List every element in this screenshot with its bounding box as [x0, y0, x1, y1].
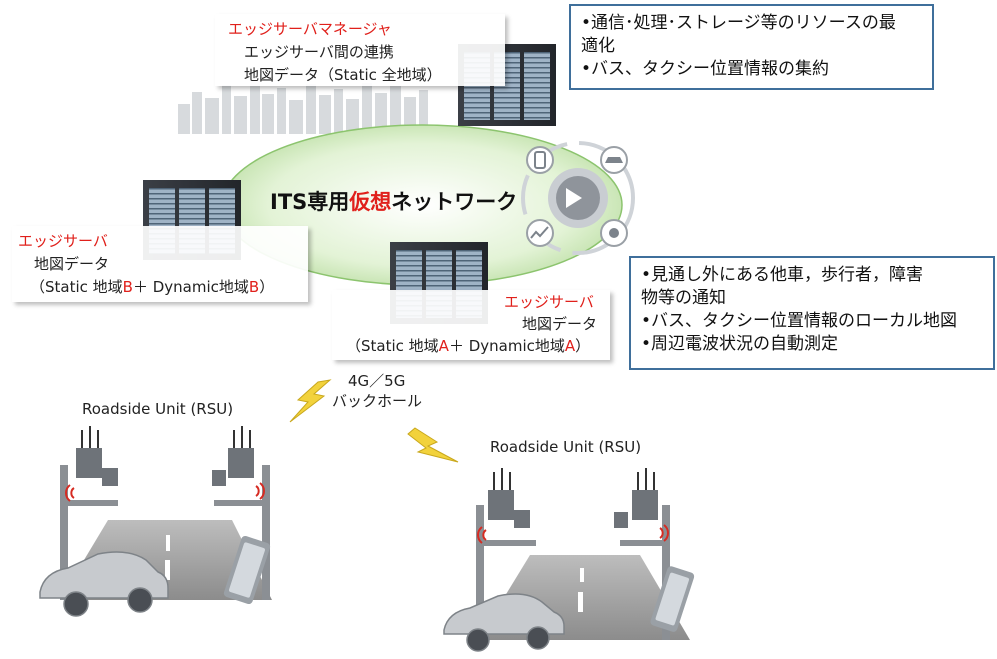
network-title-prefix: ITS専用	[270, 190, 350, 214]
server-b-region-2: B	[248, 278, 260, 296]
server-a-line1: 地図データ	[522, 315, 598, 333]
server-b-label-card	[12, 226, 308, 302]
manager-line2: 地図データ（Static 全地域）	[244, 66, 442, 84]
info-right-item: 物等の通知	[641, 288, 726, 308]
info-top-item: •通信･処理･ストレージ等のリソースの最	[581, 13, 896, 33]
network-hub-icon	[521, 141, 635, 255]
server-a-dynamic: ＋ Dynamic地域	[448, 337, 565, 355]
server-b-static: （Static 地域	[30, 278, 123, 296]
network-title-suffix: ネットワーク	[391, 190, 518, 214]
server-a-label-card	[332, 290, 610, 360]
server-a-static: （Static 地域	[346, 337, 439, 355]
server-b-close: ）	[259, 278, 275, 296]
lightning-bolt-icon	[407, 427, 459, 463]
server-b-line1: 地図データ	[34, 255, 110, 273]
manager-line1: エッジサーバ間の連携	[244, 43, 394, 61]
server-b-line2: （Static 地域B＋ Dynamic地域B）	[30, 278, 274, 297]
server-b-dynamic: ＋ Dynamic地域	[132, 278, 249, 296]
network-title-highlight: 仮想	[349, 190, 392, 214]
manager-title: エッジサーバマネージャ	[228, 20, 392, 38]
server-b-region: B	[122, 278, 133, 296]
info-right-item: •周辺電波状況の自動測定	[641, 334, 839, 354]
smartphone-icon	[223, 535, 271, 605]
info-box-edge-manager: •通信･処理･ストレージ等のリソースの最 適化 •バス、タクシー位置情報の集約	[569, 4, 934, 90]
rsu-scene-right	[443, 468, 695, 652]
rsu-right-label: Roadside Unit (RSU)	[490, 438, 642, 456]
info-top-item: 適化	[581, 36, 615, 56]
backhaul-line2: バックホール	[332, 392, 423, 410]
server-a-region-2: A	[564, 337, 576, 355]
manager-label-card	[215, 14, 505, 86]
smartphone-icon	[650, 566, 695, 632]
rsu-scene-left	[39, 426, 272, 617]
backhaul-line1: 4G／5G	[348, 372, 406, 390]
car-icon	[39, 551, 169, 617]
info-right-item: •バス、タクシー位置情報のローカル地図	[641, 311, 958, 331]
info-top-item: •バス、タクシー位置情報の集約	[581, 59, 830, 79]
rsu-left-label: Roadside Unit (RSU)	[82, 400, 234, 418]
info-right-item: •見通し外にある他車，歩行者，障害	[641, 265, 924, 285]
server-a-region: A	[438, 337, 449, 355]
network-title: ITS専用仮想ネットワーク	[270, 186, 517, 216]
car-icon	[443, 593, 565, 652]
server-a-close: ）	[575, 337, 591, 355]
server-b-title: エッジサーバ	[18, 232, 108, 250]
server-a-line2: （Static 地域A＋ Dynamic地域A）	[346, 337, 590, 356]
info-box-edge-server: •見通し外にある他車，歩行者，障害 物等の通知 •バス、タクシー位置情報のローカ…	[629, 256, 995, 370]
server-a-title: エッジサーバ	[504, 293, 594, 311]
lightning-bolt-icon	[289, 379, 332, 423]
